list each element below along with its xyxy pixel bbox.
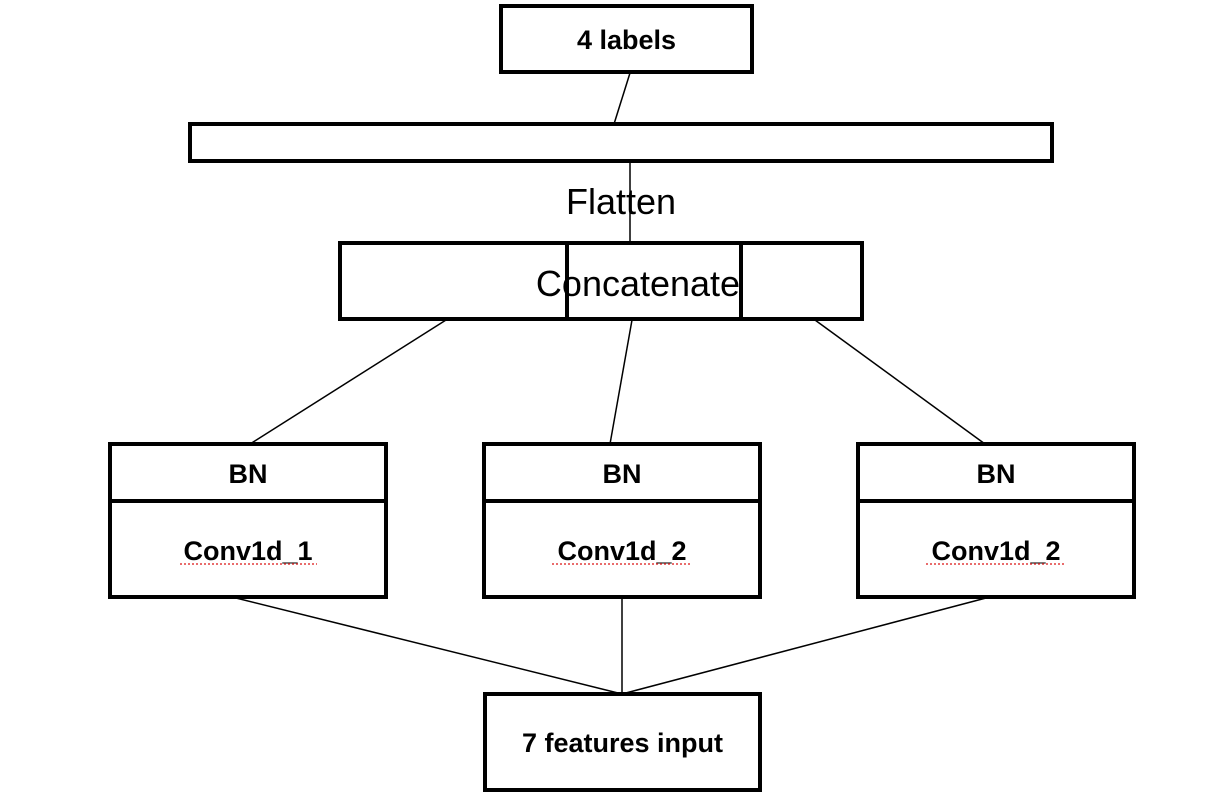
input-label: 7 features input: [522, 728, 723, 758]
branch-2-node: BN Conv1d_2: [482, 442, 762, 599]
output-label: 4 labels: [577, 25, 676, 55]
input-node: 7 features input: [483, 692, 762, 792]
branch-3-node: BN Conv1d_2: [856, 442, 1136, 599]
branch-1-node: BN Conv1d_1: [108, 442, 388, 599]
concatenate-label: Concatenate: [536, 263, 740, 304]
branch-2-bn-label: BN: [603, 459, 642, 489]
branch-1-bn-label: BN: [229, 459, 268, 489]
concatenate-node: Concatenate: [338, 241, 864, 321]
edges: [235, 72, 987, 695]
edge-output-to-dense: [613, 72, 631, 125]
edge-branch-3-to-input: [621, 597, 987, 695]
edge-concatenate-to-branch-3: [814, 319, 986, 445]
flatten-label: Flatten: [566, 181, 676, 222]
dense-layer: [188, 122, 1054, 163]
branch-3-conv-label: Conv1d_2: [931, 536, 1060, 566]
edge-concatenate-to-branch-2: [609, 319, 633, 445]
branch-1-conv-label: Conv1d_1: [183, 536, 312, 566]
branch-2-conv-label: Conv1d_2: [557, 536, 686, 566]
edge-branch-1-to-input: [235, 597, 623, 695]
edge-concatenate-to-branch-1: [249, 319, 447, 445]
branch-3-bn-label: BN: [977, 459, 1016, 489]
output-node: 4 labels: [499, 4, 754, 74]
